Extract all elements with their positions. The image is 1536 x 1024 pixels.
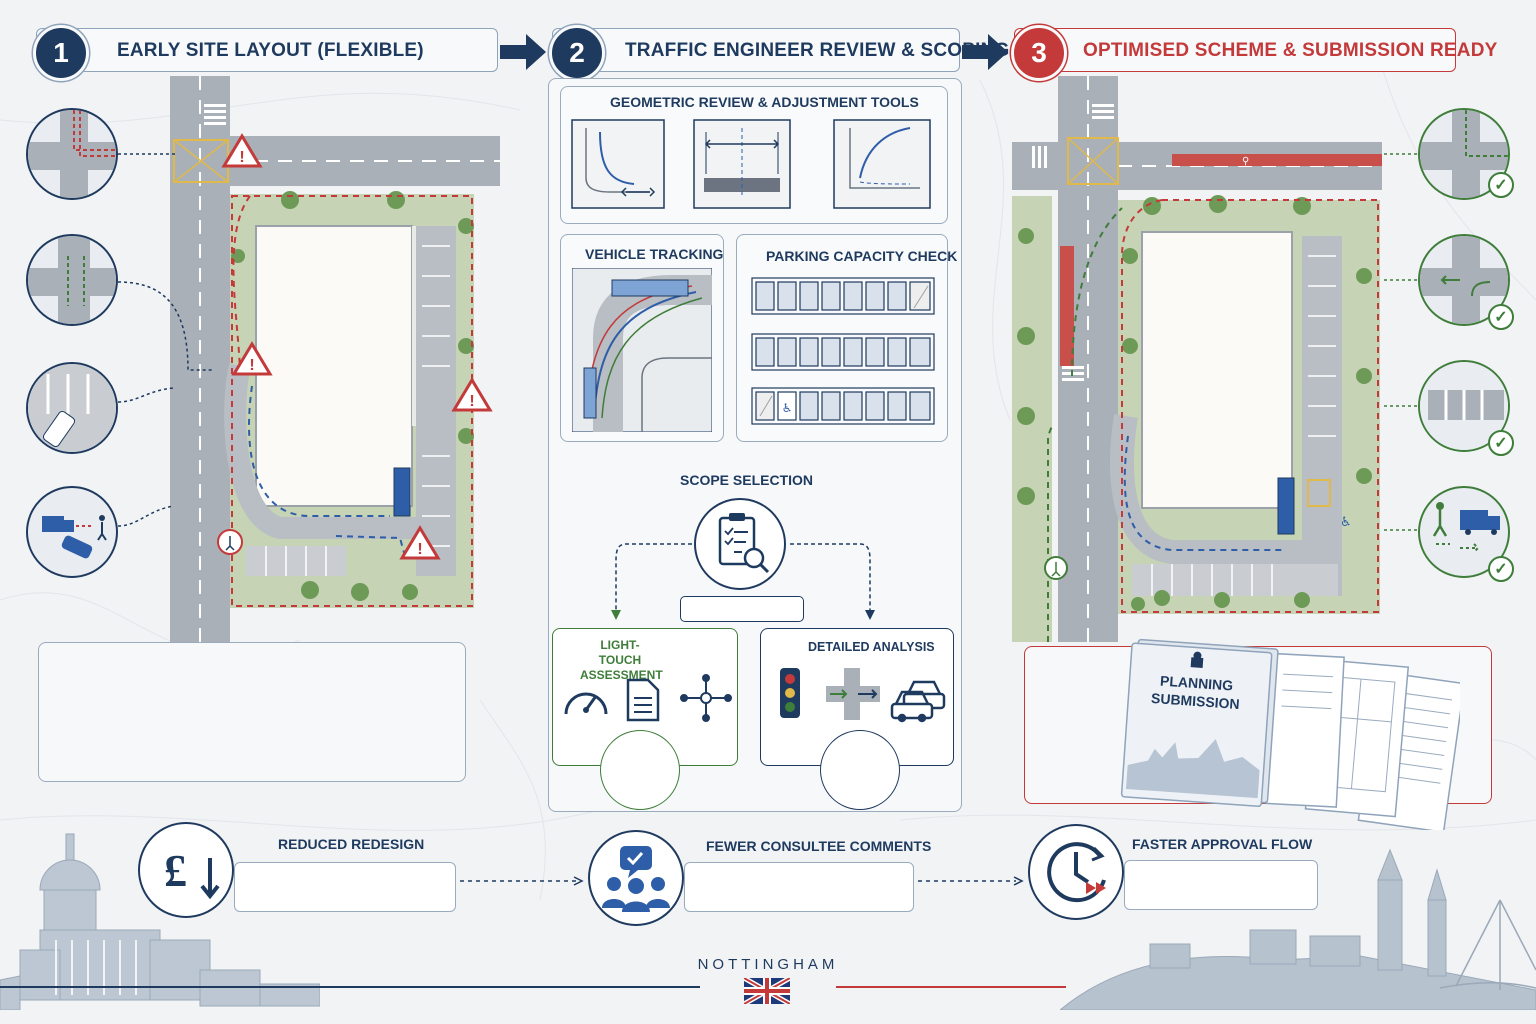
vehicle-tracking-title: VEHICLE TRACKING: [585, 246, 724, 262]
svg-text:♿: ♿: [1340, 515, 1352, 530]
svg-text:!: !: [417, 541, 422, 558]
council-house-skyline: [0, 833, 320, 1010]
stage-1-header: 1 EARLY SITE LAYOUT (FLEXIBLE): [33, 25, 498, 81]
traffic-light-icon: [780, 668, 800, 718]
arrow-right-icon: [962, 34, 1008, 70]
check-icon: ✓: [1488, 172, 1514, 198]
footer-city: NOTTINGHAM: [697, 956, 839, 973]
svg-text:!: !: [239, 149, 244, 166]
pound-down-icon: £: [138, 822, 234, 918]
consultees-check-icon: [588, 830, 684, 926]
parking-capacity-grid: ♿: [751, 277, 935, 425]
light-touch-badge: [600, 730, 680, 810]
early-site-plan: ! ! ! !: [170, 76, 500, 642]
detailed-analysis-icons: [780, 668, 946, 723]
flow-arrow: [460, 876, 584, 886]
reduced-redesign-title: REDUCED REDESIGN: [278, 836, 425, 852]
union-jack-flag-icon: [744, 978, 790, 1004]
scope-selection-title: SCOPE SELECTION: [680, 472, 814, 488]
leader-lines: [118, 153, 214, 527]
svg-text:!: !: [249, 357, 254, 374]
gauge-icon: [564, 692, 608, 715]
parking-bay-icon: [26, 362, 118, 454]
scope-label-box: [680, 596, 804, 622]
stage-2-header: 2 TRAFFIC ENGINEER REVIEW & SCOPING: [549, 25, 1009, 81]
leader-lines: [1384, 153, 1418, 531]
stage-1-number: 1: [33, 25, 89, 81]
junction-arrows-icon: [826, 668, 880, 720]
planning-documents: [1120, 638, 1460, 830]
stage-3-header: 3 OPTIMISED SCHEME & SUBMISSION READY: [1011, 25, 1497, 81]
faster-approval-box: [1124, 860, 1318, 910]
geometric-tools: [571, 119, 931, 209]
cars-icon: [890, 680, 946, 723]
footer-line-right: [836, 986, 1066, 988]
svg-text:!: !: [469, 393, 474, 410]
network-node-icon: [680, 674, 732, 722]
check-icon: ✓: [1488, 430, 1514, 456]
clipboard-search-icon: [694, 498, 786, 590]
faster-approval-title: FASTER APPROVAL FLOW: [1132, 836, 1313, 852]
footer-line-left: [0, 986, 700, 988]
arrow-right-icon: [500, 34, 546, 70]
light-touch-icons: [564, 674, 732, 722]
fewer-comments-box: [684, 862, 914, 912]
castle-skyline: [1060, 848, 1536, 1010]
detailed-analysis-title: DETAILED ANALYSIS: [808, 640, 935, 654]
check-icon: ✓: [1488, 556, 1514, 582]
flow-arrow: [918, 876, 1024, 886]
stage-3-number: 3: [1011, 25, 1067, 81]
svg-text:♿: ♿: [782, 401, 793, 415]
planning-submission-title: PLANNING SUBMISSION: [1149, 671, 1243, 713]
svg-text:£: £: [164, 845, 187, 896]
check-icon: ✓: [1488, 304, 1514, 330]
stage-1-title: EARLY SITE LAYOUT (FLEXIBLE): [117, 40, 424, 61]
geometric-review-title: GEOMETRIC REVIEW & ADJUSTMENT TOOLS: [610, 94, 919, 110]
svg-text:⚲: ⚲: [1242, 156, 1249, 167]
clock-forward-icon: [1028, 824, 1124, 920]
vehicle-tracking-diagram: [572, 268, 712, 432]
stage-2-number: 2: [549, 25, 605, 81]
lane-arrows-icon: [26, 234, 118, 326]
servicing-conflict-icon: [26, 486, 118, 578]
junction-turns-icon: [1418, 234, 1510, 326]
light-touch-title: LIGHT-TOUCH ASSESSMENT: [580, 638, 663, 682]
stage-2-title: TRAFFIC ENGINEER REVIEW & SCOPING: [625, 40, 1010, 61]
optimised-site-plan: ⚲ ♿: [1012, 76, 1382, 642]
stage-1-notes-panel: [38, 642, 466, 782]
document-icon: [626, 678, 660, 722]
servicing-resolved-icon: [1418, 486, 1510, 578]
parking-capacity-title: PARKING CAPACITY CHECK: [766, 248, 958, 264]
warning-icon: ! ! ! !: [221, 133, 493, 560]
fewer-comments-title: FEWER CONSULTEE COMMENTS: [706, 838, 932, 854]
junction-issue-icon: [26, 108, 118, 200]
scope-branch-lines: [611, 543, 875, 620]
reduced-redesign-box: [234, 862, 456, 912]
detailed-analysis-badge: [820, 730, 900, 810]
stage-3-title: OPTIMISED SCHEME & SUBMISSION READY: [1083, 40, 1498, 61]
